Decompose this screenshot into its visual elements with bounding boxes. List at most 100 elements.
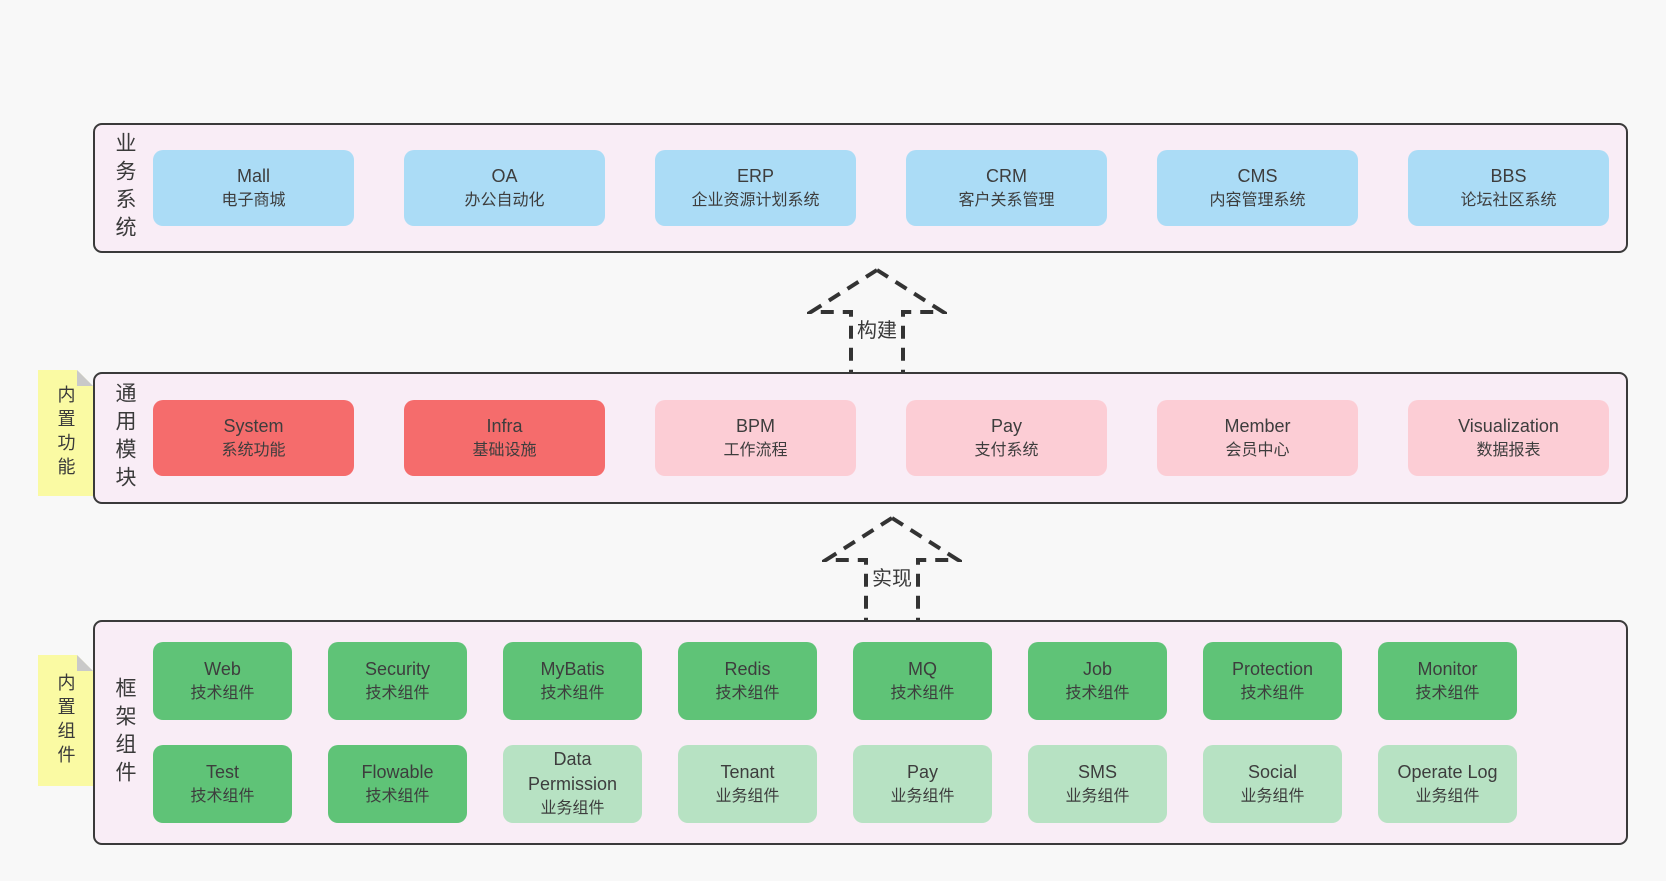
box-title: Member bbox=[1224, 415, 1291, 436]
layer-common-modules: 通用模块 System 系统功能 Infra 基础设施 BPM 工作流程 Pay… bbox=[93, 372, 1628, 504]
box-title: Job bbox=[1082, 658, 1113, 679]
box-subtitle: 业务组件 bbox=[540, 800, 605, 817]
box-subtitle: 电子商城 bbox=[221, 191, 286, 209]
box-subtitle: 数据报表 bbox=[1476, 441, 1541, 459]
box-title: SMS bbox=[1077, 761, 1117, 782]
business-row: Mall 电子商城 OA 办公自动化 ERP 企业资源计划系统 CRM 客户关系… bbox=[153, 150, 1610, 226]
box-title: Monitor bbox=[1417, 658, 1478, 679]
box-subtitle: 技术组件 bbox=[365, 787, 430, 805]
box-tenant: Tenant 业务组件 bbox=[678, 745, 817, 823]
box-subtitle: 技术组件 bbox=[190, 787, 255, 805]
box-infra: Infra 基础设施 bbox=[404, 400, 605, 476]
box-subtitle: 业务组件 bbox=[1065, 787, 1130, 805]
box-subtitle: 技术组件 bbox=[1065, 684, 1130, 702]
layer-business-rows: Mall 电子商城 OA 办公自动化 ERP 企业资源计划系统 CRM 客户关系… bbox=[153, 125, 1626, 251]
box-visualization: Visualization 数据报表 bbox=[1408, 400, 1609, 476]
box-bbs: BBS 论坛社区系统 bbox=[1408, 150, 1609, 226]
layer-framework-components: 框架组件 Web 技术组件 Security 技术组件 MyBatis 技术组件… bbox=[93, 620, 1628, 845]
box-subtitle: 支付系统 bbox=[974, 441, 1039, 459]
box-redis: Redis 技术组件 bbox=[678, 642, 817, 720]
box-subtitle: 技术组件 bbox=[1240, 684, 1305, 702]
sticky-note-builtin-features: 内置功能 bbox=[38, 370, 93, 496]
implement-arrow-label: 实现 bbox=[869, 562, 915, 591]
box-title: Security bbox=[364, 658, 431, 679]
box-bpm: BPM 工作流程 bbox=[655, 400, 856, 476]
box-social: Social 业务组件 bbox=[1203, 745, 1342, 823]
dashed-up-arrow-icon bbox=[807, 268, 947, 372]
box-subtitle: 客户关系管理 bbox=[958, 191, 1055, 209]
box-mall: Mall 电子商城 bbox=[153, 150, 354, 226]
box-title: Visualization bbox=[1458, 415, 1559, 436]
sticky-note-text: 内置功能 bbox=[55, 385, 76, 481]
box-subtitle: 基础设施 bbox=[472, 441, 537, 459]
box-subtitle: 业务组件 bbox=[1240, 787, 1305, 805]
box-subtitle: 业务组件 bbox=[890, 787, 955, 805]
box-title: Protection bbox=[1231, 658, 1314, 679]
build-arrow: 构建 bbox=[807, 266, 947, 372]
box-subtitle: 会员中心 bbox=[1225, 441, 1290, 459]
box-title: Pay bbox=[906, 761, 939, 782]
box-title: ERP bbox=[736, 165, 774, 186]
implement-arrow: 实现 bbox=[822, 514, 962, 620]
dashed-up-arrow-icon bbox=[822, 516, 962, 620]
box-crm: CRM 客户关系管理 bbox=[906, 150, 1107, 226]
box-system: System 系统功能 bbox=[153, 400, 354, 476]
box-oa: OA 办公自动化 bbox=[404, 150, 605, 226]
box-title: Operate Log bbox=[1397, 761, 1498, 782]
note-fold-corner-icon bbox=[77, 370, 93, 386]
box-subtitle: 技术组件 bbox=[890, 684, 955, 702]
modules-row: System 系统功能 Infra 基础设施 BPM 工作流程 Pay 支付系统… bbox=[153, 400, 1610, 476]
box-sms: SMS 业务组件 bbox=[1028, 745, 1167, 823]
box-title: Tenant bbox=[720, 761, 775, 782]
box-security: Security 技术组件 bbox=[328, 642, 467, 720]
box-title: Test bbox=[205, 761, 239, 782]
box-title: CRM bbox=[986, 165, 1027, 186]
box-subtitle: 办公自动化 bbox=[464, 191, 545, 209]
box-monitor: Monitor 技术组件 bbox=[1378, 642, 1517, 720]
box-title: Flowable bbox=[361, 761, 434, 782]
box-subtitle: 技术组件 bbox=[1415, 684, 1480, 702]
box-subtitle: 工作流程 bbox=[723, 441, 788, 459]
sticky-note-builtin-components: 内置组件 bbox=[38, 655, 93, 786]
note-fold-corner-icon bbox=[77, 655, 93, 671]
box-title: Social bbox=[1247, 761, 1298, 782]
box-title: MyBatis bbox=[540, 658, 605, 679]
box-job: Job 技术组件 bbox=[1028, 642, 1167, 720]
layer-label-framework-components: 框架组件 bbox=[113, 676, 136, 789]
box-test: Test 技术组件 bbox=[153, 745, 292, 823]
build-arrow-label: 构建 bbox=[854, 314, 900, 343]
box-subtitle: 内容管理系统 bbox=[1209, 191, 1306, 209]
sticky-note-text: 内置组件 bbox=[55, 672, 76, 769]
box-flowable: Flowable 技术组件 bbox=[328, 745, 467, 823]
box-operate-log: Operate Log 业务组件 bbox=[1378, 745, 1517, 823]
box-member: Member 会员中心 bbox=[1157, 400, 1358, 476]
box-title: BBS bbox=[1490, 165, 1527, 186]
box-subtitle: 技术组件 bbox=[715, 684, 780, 702]
box-subtitle: 业务组件 bbox=[1415, 787, 1480, 805]
box-subtitle: 技术组件 bbox=[540, 684, 605, 702]
box-web: Web 技术组件 bbox=[153, 642, 292, 720]
box-subtitle: 论坛社区系统 bbox=[1460, 191, 1557, 209]
box-title: Web bbox=[204, 658, 241, 679]
box-mybatis: MyBatis 技术组件 bbox=[503, 642, 642, 720]
box-title: Data Permission bbox=[527, 749, 618, 794]
box-subtitle: 业务组件 bbox=[715, 787, 780, 805]
box-title: Infra bbox=[486, 415, 523, 436]
components-row-2: Test 技术组件 Flowable 技术组件 Data Permission … bbox=[153, 745, 1517, 823]
box-title: System bbox=[223, 415, 284, 436]
box-subtitle: 系统功能 bbox=[221, 441, 286, 459]
box-title: Pay bbox=[990, 415, 1023, 436]
layer-business-systems: 业务系统 Mall 电子商城 OA 办公自动化 ERP 企业资源计划系统 CRM… bbox=[93, 123, 1628, 253]
components-row-1: Web 技术组件 Security 技术组件 MyBatis 技术组件 Redi… bbox=[153, 642, 1517, 720]
box-title: CMS bbox=[1237, 165, 1278, 186]
box-title: Mall bbox=[236, 165, 270, 186]
box-pay: Pay 支付系统 bbox=[906, 400, 1107, 476]
box-data-permission: Data Permission 业务组件 bbox=[503, 745, 642, 823]
layer-label-business-systems: 业务系统 bbox=[113, 132, 136, 244]
box-mq: MQ 技术组件 bbox=[853, 642, 992, 720]
box-subtitle: 技术组件 bbox=[190, 684, 255, 702]
box-title: BPM bbox=[735, 415, 775, 436]
box-title: Redis bbox=[724, 658, 771, 679]
box-subtitle: 技术组件 bbox=[365, 684, 430, 702]
box-title: MQ bbox=[908, 658, 937, 679]
